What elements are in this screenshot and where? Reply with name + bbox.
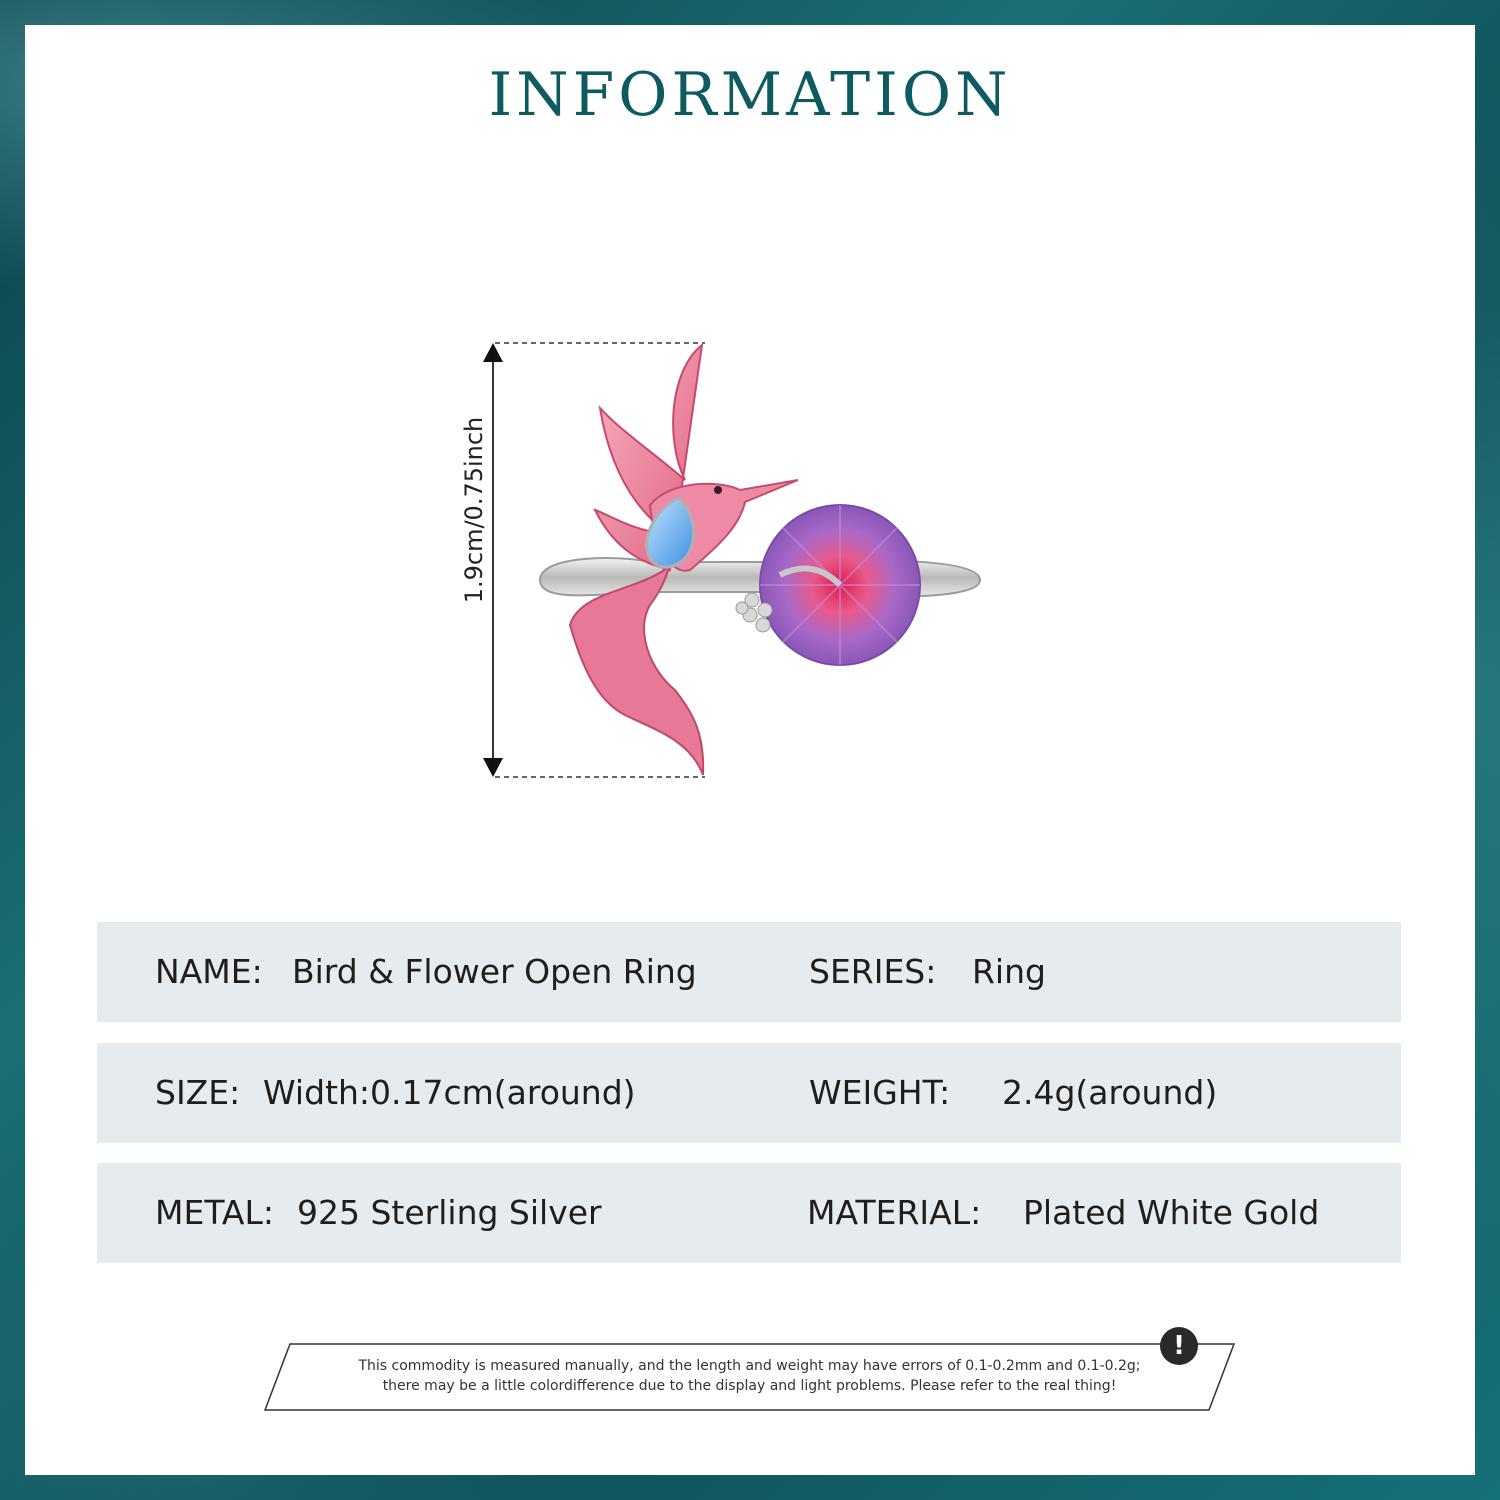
page-title: INFORMATION [488,60,1012,130]
warning-icon: ! [1160,1327,1198,1365]
hummingbird-charm [568,342,799,776]
name-label: NAME: [155,952,263,991]
spec-row-name: NAME: Bird & Flower Open Ring SERIES: Ri… [97,922,1401,1022]
dimension-guide [483,342,705,778]
notice-line-1: This commodity is measured manually, and… [358,1358,1141,1374]
measurement-notice: This commodity is measured manually, and… [262,1342,1237,1412]
metal-value: 925 Sterling Silver [297,1193,602,1232]
weight-label: WEIGHT: [809,1073,951,1112]
weight-value: 2.4g(around) [1002,1073,1218,1112]
spec-row-size: SIZE: Width:0.17cm(around) WEIGHT: 2.4g(… [97,1043,1401,1143]
series-label: SERIES: [809,952,937,991]
notice-border [263,1343,1236,1411]
material-value: Plated White Gold [1023,1193,1320,1232]
notice-text: This commodity is measured manually, and… [332,1356,1167,1396]
material-label: MATERIAL: [807,1193,982,1232]
series-value: Ring [972,952,1046,991]
flower-charm [735,504,921,666]
name-value: Bird & Flower Open Ring [292,952,697,991]
size-value: Width:0.17cm(around) [263,1073,636,1112]
dimension-label: 1.9cm/0.75inch [460,416,488,604]
spec-row-metal: METAL: 925 Sterling Silver MATERIAL: Pla… [97,1163,1401,1263]
notice-line-2: there may be a little colordifference du… [382,1378,1117,1394]
size-label: SIZE: [155,1073,241,1112]
product-image: 1.9cm/0.75inch [420,330,1020,804]
ring-illustration [483,342,982,778]
metal-label: METAL: [155,1193,274,1232]
